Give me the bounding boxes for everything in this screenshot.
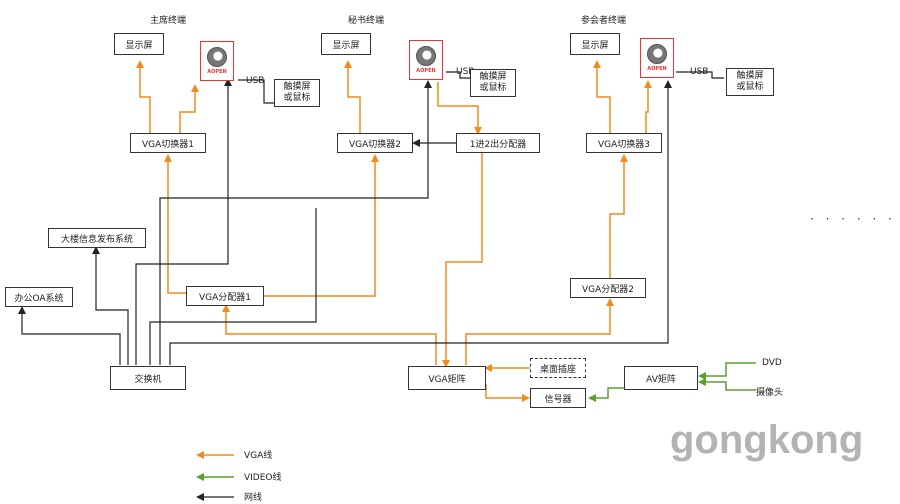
splitter-1to2: 1进2出分配器 [456,133,540,153]
network-wire [446,71,470,79]
more-terminals-ellipsis: · · · · · · [810,212,896,226]
vga-wire [344,60,361,133]
signal-box: 信号器 [530,388,586,408]
aopen-logo-icon [207,47,227,67]
vga-wire [164,154,186,294]
network-switch: 交换机 [110,366,186,390]
usb-label-2: USB [456,67,475,77]
display-box-2: 显示屏 [321,33,371,55]
vga-wire [222,304,437,365]
aopen-terminal-1: AOPEN [200,41,234,81]
vga-switch-1: VGA切换器1 [130,133,206,153]
vga-switch-3: VGA切换器3 [586,133,662,153]
vga-splitter-1: VGA分配器1 [186,286,264,306]
legend-vga-arrow-icon [196,450,234,459]
display-box-3: 显示屏 [570,33,620,55]
legend-network: 网线 [196,490,262,503]
network-wire [676,71,724,79]
vga-wire [485,384,530,402]
vga-switch-2: VGA切换器2 [337,133,413,153]
usb-label-3: USB [690,67,709,77]
aopen-terminal-2: AOPEN [409,40,443,80]
vga-matrix: VGA矩阵 [408,366,486,390]
terminal-title-participant: 参会者终端 [581,16,627,26]
terminal-title-secretary: 秘书终端 [348,16,385,26]
vga-wire [593,60,611,133]
vga-wire [437,82,482,135]
terminal-title-chair: 主席终端 [150,16,187,26]
network-wire [149,208,317,365]
vga-wire [179,84,199,133]
camera-label: 摄像头 [756,388,784,398]
vga-wire [465,298,614,365]
av-matrix: AV矩阵 [624,366,698,390]
vga-wire [264,154,379,297]
vga-wire [609,154,628,278]
usb-label-1: USB [246,76,265,86]
touch-box-2: 触摸屏或鼠标 [470,69,516,97]
aopen-logo-icon [416,46,436,66]
network-wire [92,246,129,365]
vga-wire [442,152,483,368]
video-wire [698,362,756,380]
network-wire [159,80,432,365]
legend-video: VIDEO线 [196,470,282,483]
touch-box-1: 触摸屏或鼠标 [274,79,320,107]
aopen-terminal-3: AOPEN [640,38,674,78]
legend-vga: VGA线 [196,448,272,461]
display-box-1: 显示屏 [114,33,164,55]
legend-video-arrow-icon [196,472,234,481]
legend-network-arrow-icon [196,492,234,501]
video-wire [698,378,756,391]
dvd-label: DVD [762,358,782,368]
touch-box-3: 触摸屏或鼠标 [726,68,774,96]
vga-splitter-2: VGA分配器2 [570,278,646,298]
network-wire [135,78,232,365]
network-wire [18,306,121,365]
network-wire [169,80,672,365]
network-wire [238,79,274,104]
building-info-system: 大楼信息发布系统 [48,228,146,248]
vga-wire [136,60,151,133]
aopen-logo-icon [647,44,667,64]
desktop-socket: 桌面插座 [530,358,586,378]
watermark: gongkong [670,418,864,462]
vga-wire [644,80,652,133]
office-oa-system: 办公OA系统 [5,287,73,307]
video-wire [588,387,624,402]
